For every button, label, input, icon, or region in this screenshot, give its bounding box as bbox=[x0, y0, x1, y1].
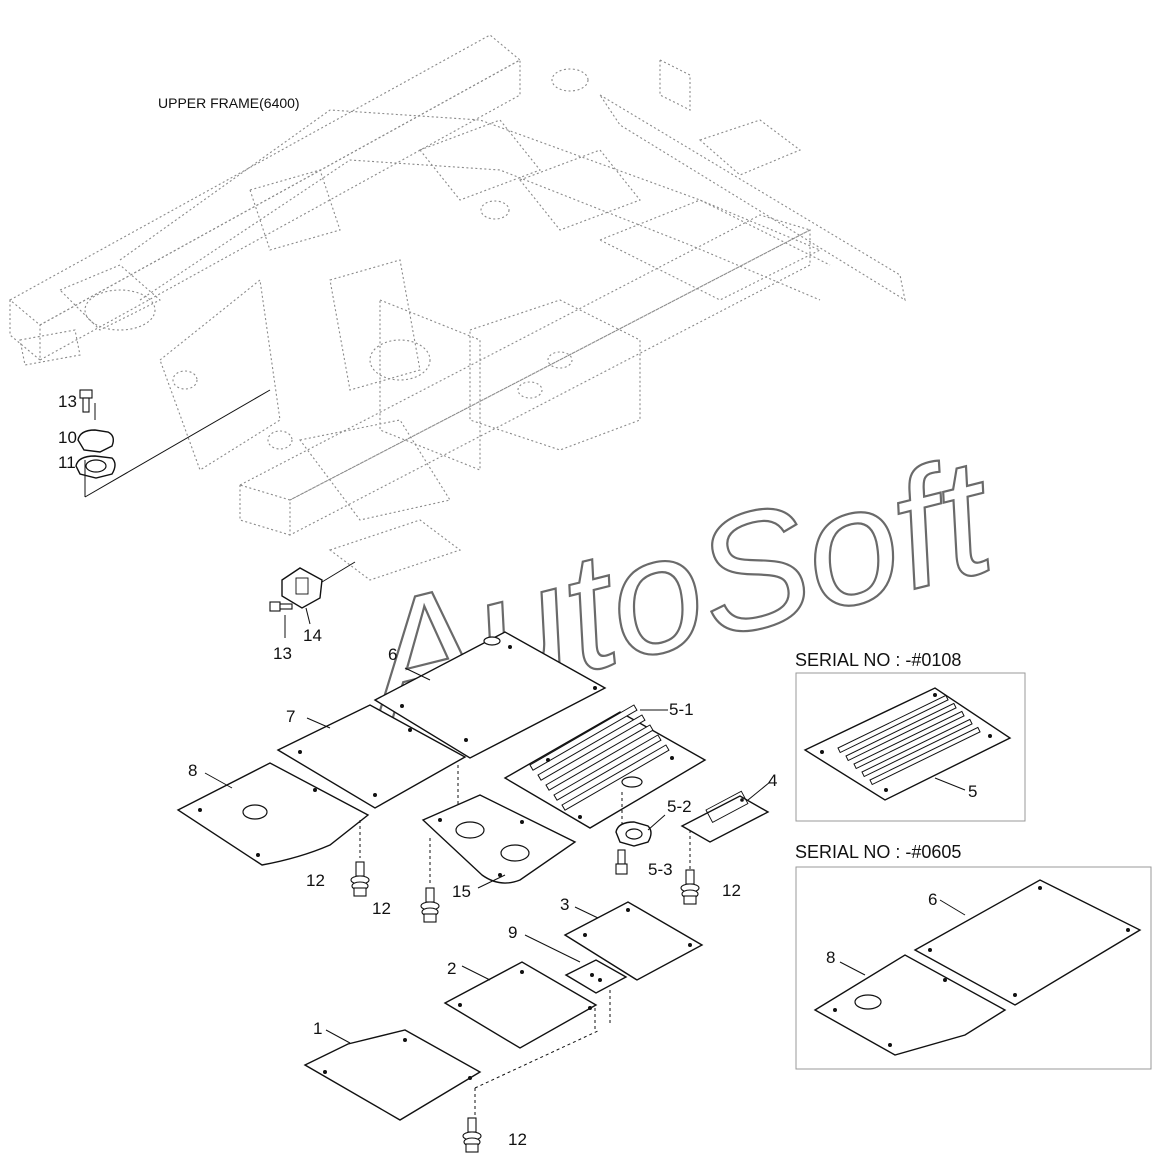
inset-serial-0605 bbox=[795, 866, 1152, 1070]
floor-plate-3 bbox=[563, 901, 704, 981]
inset-b-callout-8: 8 bbox=[826, 948, 835, 967]
flange-5-2 bbox=[615, 814, 666, 847]
inset-a-label: SERIAL NO : -#0108 bbox=[795, 650, 961, 670]
callout-2: 2 bbox=[447, 959, 456, 978]
inset-b-label: SERIAL NO : -#0605 bbox=[795, 842, 961, 862]
inset-a-callout-5: 5 bbox=[968, 782, 977, 801]
bolt-set bbox=[350, 849, 700, 1153]
callout-6: 6 bbox=[388, 645, 397, 664]
callout-12-c: 12 bbox=[722, 881, 741, 900]
cover-assembly-left bbox=[75, 389, 271, 498]
callout-13-top: 13 bbox=[58, 392, 77, 411]
callout-13-bottom: 13 bbox=[273, 644, 292, 663]
inset-b-callout-6: 6 bbox=[928, 890, 937, 909]
callout-8: 8 bbox=[188, 761, 197, 780]
callout-1: 1 bbox=[313, 1019, 322, 1038]
callout-14: 14 bbox=[303, 626, 322, 645]
callout-7: 7 bbox=[286, 707, 295, 726]
callout-labels: 13 10 11 13 14 6 7 8 5-1 4 5-2 5-3 12 12… bbox=[58, 392, 977, 1149]
callout-5-2: 5-2 bbox=[667, 797, 692, 816]
callout-12-d: 12 bbox=[508, 1130, 527, 1149]
louvered-plate-5-1 bbox=[503, 704, 707, 846]
upper-frame bbox=[9, 34, 906, 581]
callout-12-b: 12 bbox=[372, 899, 391, 918]
callout-10: 10 bbox=[58, 428, 77, 447]
floor-plate-8 bbox=[176, 762, 459, 866]
inspection-cover bbox=[269, 561, 356, 638]
inset-serial-0108 bbox=[795, 672, 1026, 822]
floor-plate-1 bbox=[303, 1029, 601, 1121]
callout-4: 4 bbox=[768, 771, 777, 790]
callout-12-a: 12 bbox=[306, 871, 325, 890]
callout-5-1: 5-1 bbox=[669, 700, 694, 719]
small-plate-9 bbox=[524, 934, 628, 994]
floor-plate-7 bbox=[276, 704, 467, 809]
callout-3: 3 bbox=[560, 895, 569, 914]
floor-plate-15 bbox=[421, 794, 577, 889]
callout-5-3: 5-3 bbox=[648, 860, 673, 879]
callout-9: 9 bbox=[508, 923, 517, 942]
floor-plate-6 bbox=[373, 631, 607, 759]
callout-15: 15 bbox=[452, 882, 471, 901]
diagram-title: UPPER FRAME(6400) bbox=[158, 95, 300, 111]
small-plate-4 bbox=[680, 781, 771, 872]
floor-plate-2 bbox=[443, 961, 611, 1049]
callout-11: 11 bbox=[58, 453, 76, 472]
